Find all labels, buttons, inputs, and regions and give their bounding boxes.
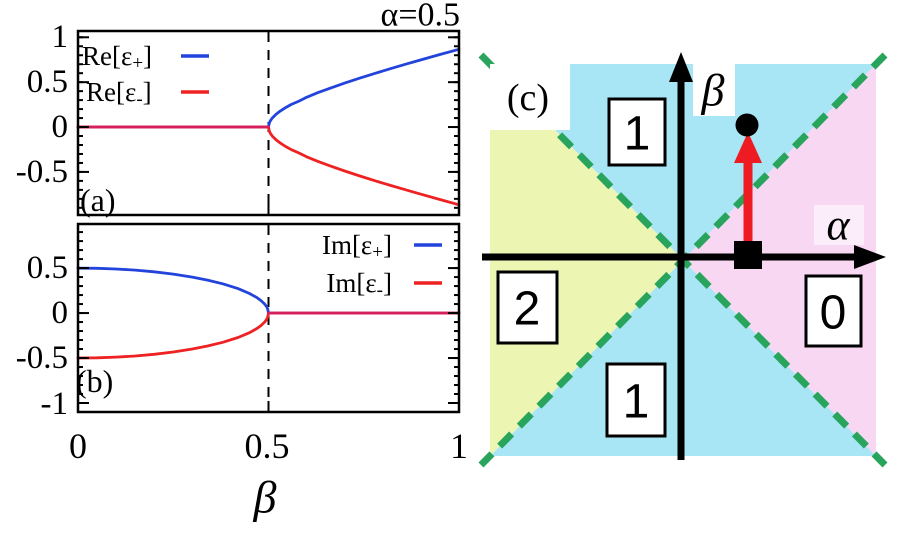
winding-number-top: 1 xyxy=(624,108,651,161)
legend-label-re-minus: Re[ε-] xyxy=(86,77,152,110)
panel-b-ytick-label: 0 xyxy=(52,295,69,331)
panel-a-ytick-label: -0.5 xyxy=(16,154,68,190)
winding-box-right xyxy=(804,274,863,348)
panel-b-frame xyxy=(76,222,461,414)
beta-label-backdrop xyxy=(693,62,735,116)
panel-a-frame xyxy=(76,29,461,217)
legend-label-im-minus: Im[ε-] xyxy=(326,268,392,301)
panel-b-xtick-label: 1 xyxy=(450,426,468,466)
start-point-square-marker xyxy=(734,241,762,269)
legend-label-re-plus: Re[ε+] xyxy=(82,41,152,74)
beta-axis-arrowhead xyxy=(669,52,693,82)
panel-a-ytick-label: 1 xyxy=(52,19,69,55)
winding-number-right: 0 xyxy=(820,287,847,340)
panel-a-tag: (a) xyxy=(80,182,116,218)
panel-c-tag: (c) xyxy=(507,77,549,119)
panel-a-ytick-label: 0 xyxy=(52,109,69,145)
panel-b-xtick-label: 0 xyxy=(69,426,87,466)
trajectory-arrow-head xyxy=(734,132,762,163)
panel-b-ytick-label: -1 xyxy=(41,386,69,422)
alpha-axis-label: α xyxy=(826,201,850,250)
panel-c-tag-backdrop xyxy=(490,64,570,130)
panel-b-ytick-label: 0.5 xyxy=(27,250,68,286)
winding-number-left: 2 xyxy=(514,283,541,336)
plot-title-alpha: α=0.5 xyxy=(381,0,461,34)
end-point-dot-marker xyxy=(735,113,759,137)
x-axis-label-beta: β xyxy=(253,472,277,523)
winding-number-bottom: 1 xyxy=(623,376,650,429)
legend-label-im-plus: Im[ε+] xyxy=(322,230,392,263)
panel-a-ytick-label: 0.5 xyxy=(27,64,68,100)
beta-axis-label: β xyxy=(701,65,725,116)
alpha-label-backdrop xyxy=(814,205,864,245)
winding-box-top xyxy=(607,97,667,167)
curves-b xyxy=(76,225,461,411)
winding-box-bottom xyxy=(605,362,667,438)
panel-b-tag: (b) xyxy=(76,363,113,399)
panel-b-ytick-label: -0.5 xyxy=(16,340,68,376)
winding-box-left xyxy=(496,270,559,345)
alpha-axis-arrowhead xyxy=(854,245,886,269)
curves-a xyxy=(76,32,461,214)
panel-b-xtick-label: 0.5 xyxy=(245,426,290,466)
